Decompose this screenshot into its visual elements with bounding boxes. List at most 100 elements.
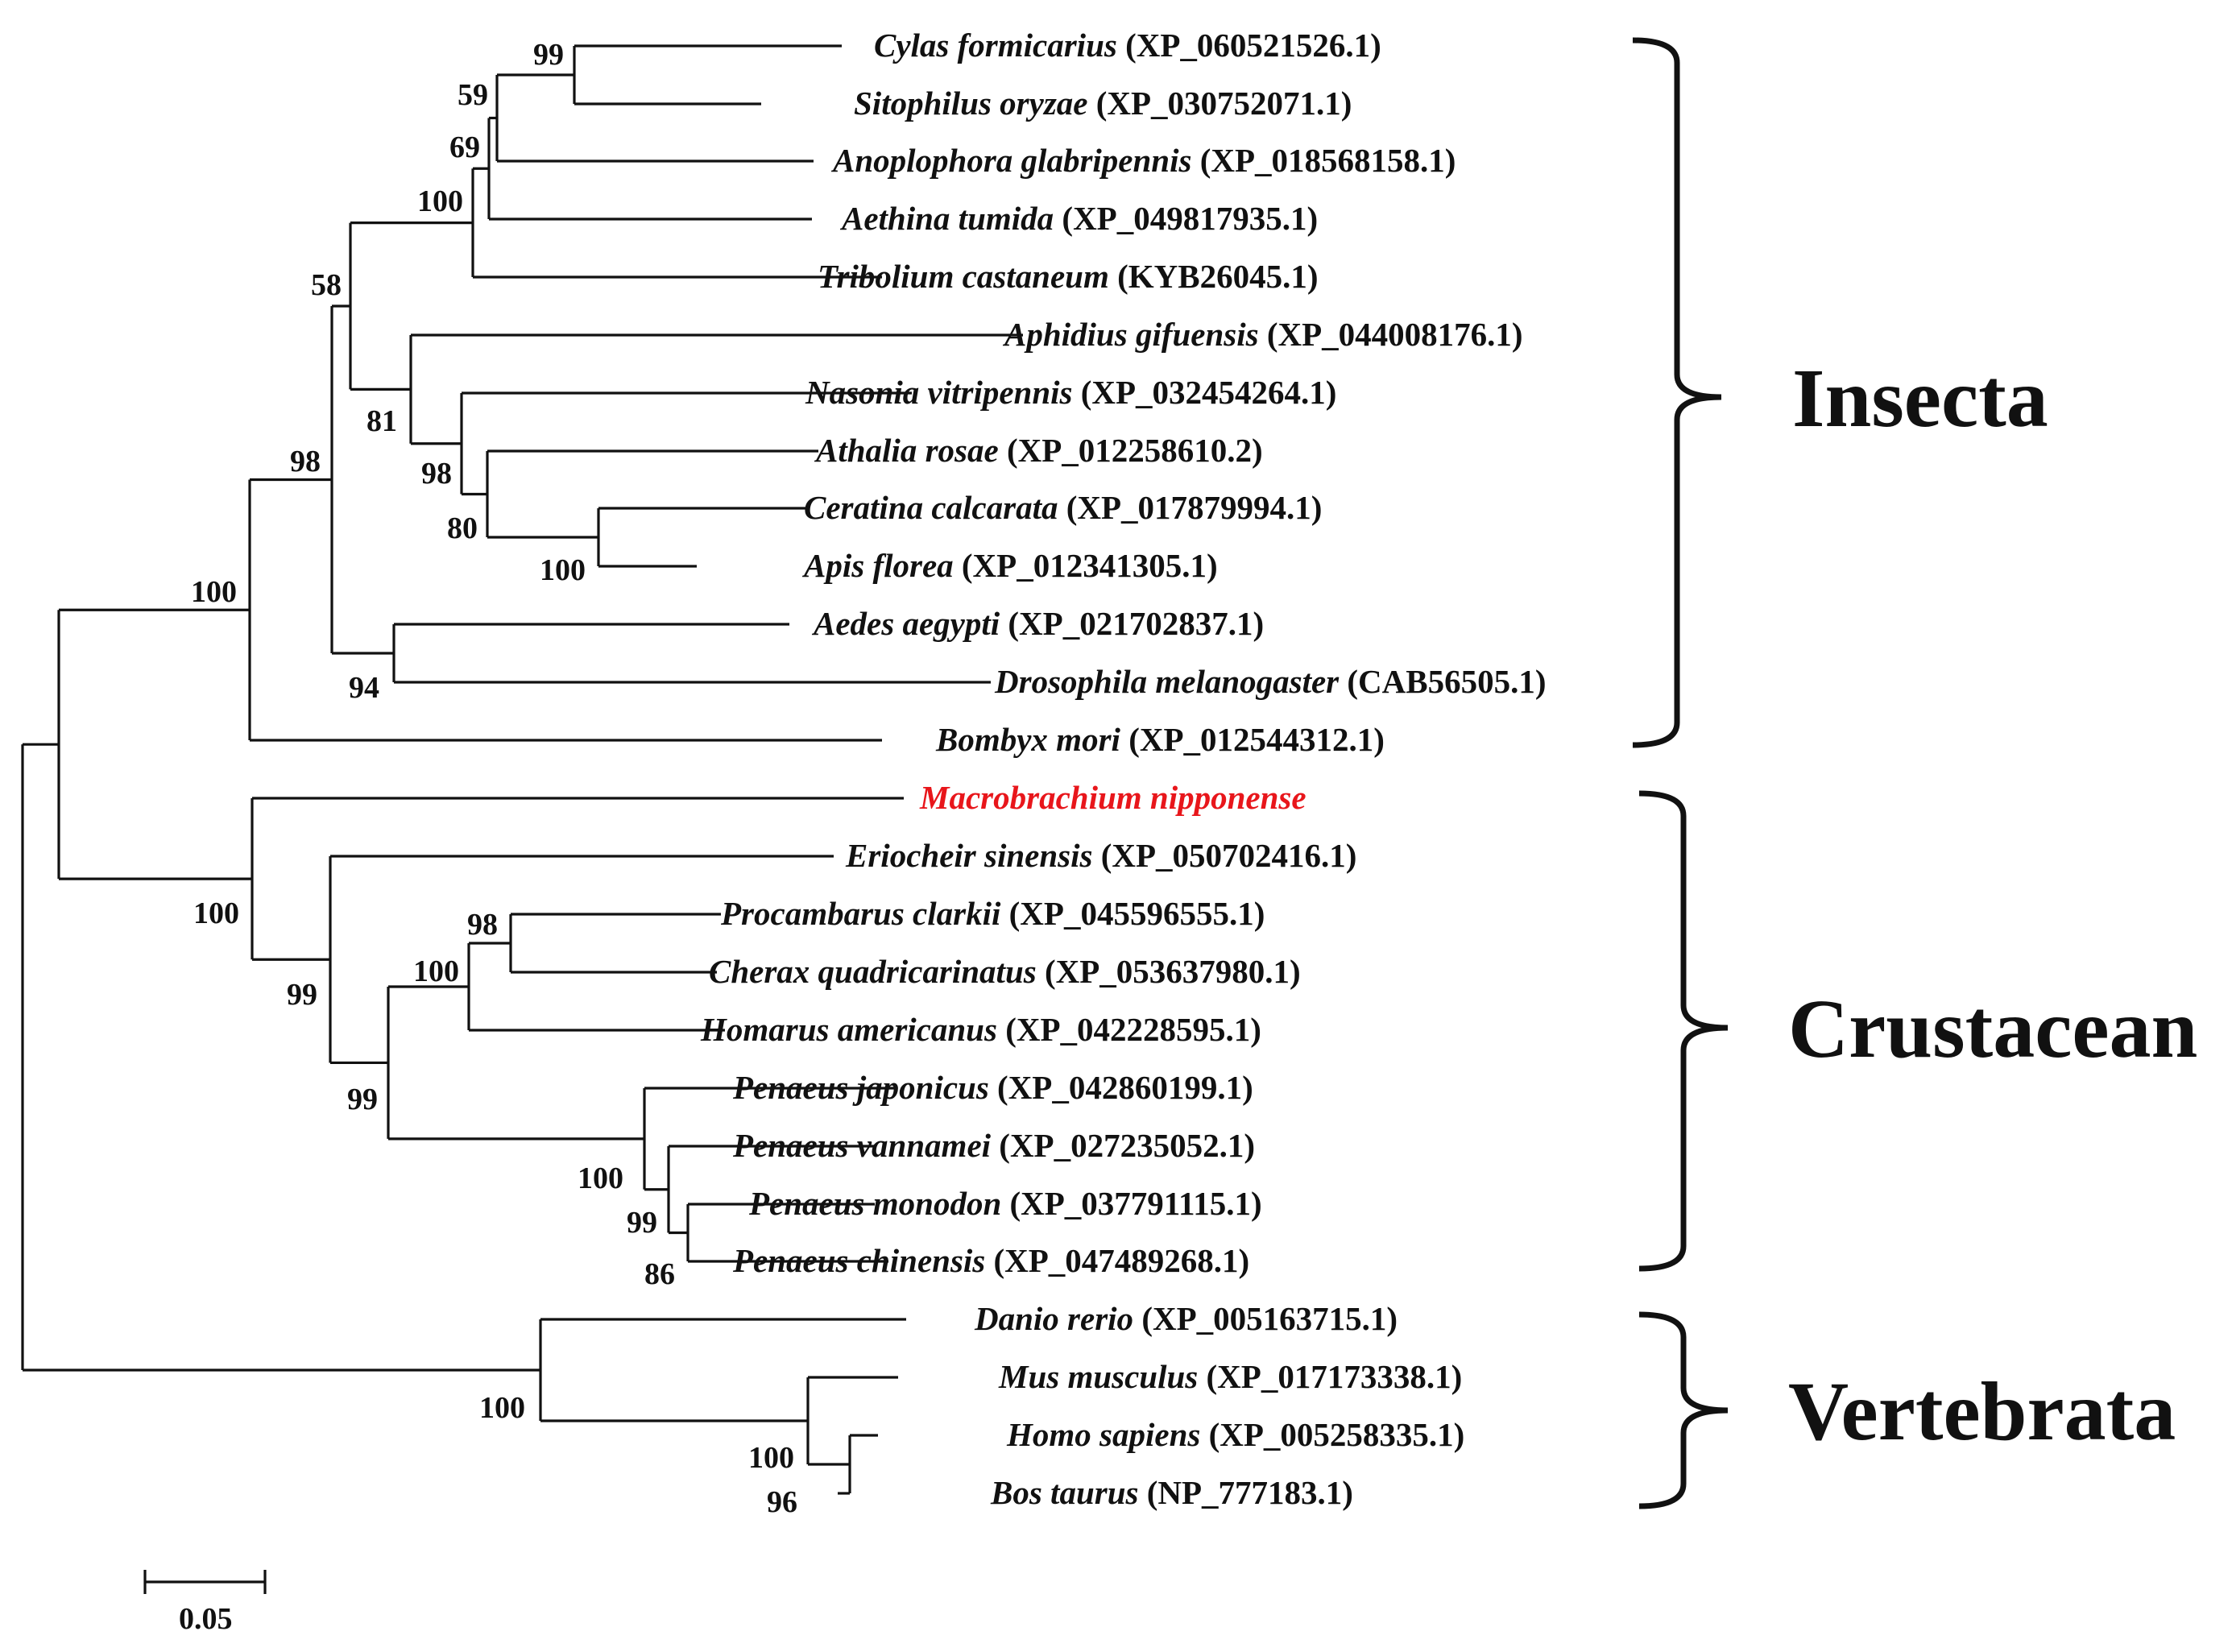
tip-label: Aedes aegypti (XP_021702837.1) [811,605,1264,642]
tip-label: Macrobrachium nipponense [919,779,1306,816]
bootstrap-value: 100 [193,896,239,930]
species-name: Homarus americanus [700,1011,997,1048]
tip-label: Bos taurus (NP_777183.1) [990,1474,1353,1511]
tip-label: Drosophila melanogaster (CAB56505.1) [994,663,1547,700]
species-name: Ceratina calcarata [804,489,1058,526]
bootstrap-value: 81 [366,404,397,438]
tip-label: Cylas formicarius (XP_060521526.1) [874,27,1381,64]
tip-label: Anoplophora glabripennis (XP_018568158.1… [830,142,1456,179]
bootstrap-value: 100 [578,1161,623,1195]
accession-id: (XP_045596555.1) [1000,895,1265,932]
species-name: Danio rerio [974,1300,1133,1337]
accession-id: (XP_060521526.1) [1117,27,1381,64]
accession-id: (KYB26045.1) [1109,258,1319,295]
group-label: Crustacean [1788,983,2197,1075]
bootstrap-value: 100 [417,184,463,218]
species-name: Aethina tumida [839,200,1054,237]
bootstrap-value: 99 [287,978,317,1012]
species-name: Bombyx mori [935,721,1121,758]
accession-id: (XP_027235052.1) [991,1127,1255,1164]
bootstrap-value: 99 [533,38,564,72]
tip-label: Bombyx mori (XP_012544312.1) [935,721,1385,758]
species-name: Aedes aegypti [811,605,1000,642]
bootstrap-value: 86 [644,1257,675,1291]
tip-label: Danio rerio (XP_005163715.1) [974,1300,1398,1337]
scale-bar-label: 0.05 [179,1602,233,1636]
group-brace [1638,1311,1729,1509]
bootstrap-value: 99 [627,1206,657,1240]
bootstrap-value: 100 [191,575,237,609]
accession-id: (XP_012258610.2) [999,432,1263,469]
accession-id: (XP_050702416.1) [1092,837,1356,874]
species-name: Homo sapiens [1006,1416,1200,1453]
species-name: Penaeus chinensis [732,1242,985,1279]
accession-id: (XP_030752071.1) [1087,85,1352,122]
tip-label: Ceratina calcarata (XP_017879994.1) [804,489,1322,526]
species-name: Penaeus japonicus [732,1069,989,1106]
species-name: Bos taurus [990,1474,1138,1511]
species-name: Penaeus monodon [748,1185,1001,1222]
tip-label: Penaeus monodon (XP_037791115.1) [748,1185,1262,1222]
tip-label: Aethina tumida (XP_049817935.1) [839,200,1318,237]
group-brace [1638,790,1729,1272]
tip-label: Mus musculus (XP_017173338.1) [998,1358,1462,1395]
accession-id: (XP_037791115.1) [1001,1185,1261,1222]
accession-id: (XP_044008176.1) [1259,316,1523,353]
accession-id: (XP_021702837.1) [1000,605,1264,642]
species-name: Cylas formicarius [874,27,1117,64]
accession-id: (XP_032454264.1) [1072,374,1336,411]
tip-label: Homo sapiens (XP_005258335.1) [1006,1416,1464,1453]
species-name: Tribolium castaneum [818,258,1109,295]
accession-id: (XP_017173338.1) [1198,1358,1462,1395]
accession-id: (XP_042228595.1) [997,1011,1261,1048]
tip-label: Aphidius gifuensis (XP_044008176.1) [1002,316,1523,353]
tip-label: Cherax quadricarinatus (XP_053637980.1) [709,953,1301,990]
tree-branches [21,44,1023,1495]
species-name: Sitophilus oryzae [854,85,1087,122]
species-name: Athalia rosae [814,432,999,469]
group-label: Insecta [1792,352,2048,445]
bootstrap-value: 80 [447,511,478,545]
accession-id: (XP_017879994.1) [1058,489,1322,526]
bootstrap-value: 58 [311,268,342,302]
species-name: Anoplophora glabripennis [830,142,1191,179]
species-name: Apis florea [801,547,954,584]
species-name: Mus musculus [998,1358,1198,1395]
bootstrap-value: 100 [413,954,459,988]
tip-label: Penaeus chinensis (XP_047489268.1) [732,1242,1249,1279]
species-name: Macrobrachium nipponense [919,779,1306,816]
accession-id: (XP_012341305.1) [954,547,1218,584]
accession-id: (CAB56505.1) [1339,663,1546,700]
bootstrap-value: 98 [467,908,498,942]
bootstrap-value: 100 [479,1391,525,1425]
accession-id: (XP_042860199.1) [989,1069,1253,1106]
species-name: Cherax quadricarinatus [709,953,1037,990]
species-name: Nasonia vitripennis [805,374,1072,411]
tip-labels: Cylas formicarius (XP_060521526.1) Sitoph… [700,27,1547,1511]
tip-label: Penaeus vannamei (XP_027235052.1) [732,1127,1255,1164]
tip-label: Tribolium castaneum (KYB26045.1) [818,258,1319,295]
tip-label: Apis florea (XP_012341305.1) [801,547,1218,584]
accession-id: (XP_053637980.1) [1037,953,1301,990]
bootstrap-value: 96 [767,1485,797,1519]
bootstrap-value: 98 [290,445,321,478]
tip-label: Homarus americanus (XP_042228595.1) [700,1011,1261,1048]
species-name: Drosophila melanogaster [994,663,1340,700]
accession-id: (XP_018568158.1) [1191,142,1456,179]
tip-label: Eriocheir sinensis (XP_050702416.1) [845,837,1356,874]
accession-id: (NP_777183.1) [1138,1474,1352,1511]
tip-label: Nasonia vitripennis (XP_032454264.1) [805,374,1336,411]
tip-label: Procambarus clarkii (XP_045596555.1) [720,895,1265,932]
bootstrap-value: 100 [748,1441,794,1475]
group-label: Vertebrata [1788,1365,2176,1458]
group-brace [1632,37,1722,748]
species-name: Procambarus clarkii [720,895,1001,932]
species-name: Penaeus vannamei [732,1127,992,1164]
scale-bar: 0.05 [143,1570,267,1636]
bootstrap-value: 100 [540,553,586,587]
bootstrap-value: 59 [458,78,488,112]
bootstrap-value: 69 [449,130,480,164]
accession-id: (XP_005163715.1) [1133,1300,1398,1337]
